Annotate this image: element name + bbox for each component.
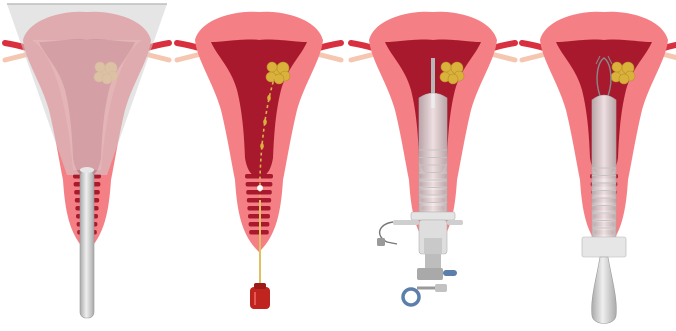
blue-ring-connector <box>403 289 419 305</box>
panel-2 <box>177 12 341 309</box>
polyp-lobe <box>267 62 277 72</box>
panel-4 <box>522 12 676 324</box>
red-bulb <box>250 287 270 309</box>
handle-valve <box>424 238 442 254</box>
droplet <box>260 143 264 149</box>
polyp-lobe <box>441 62 451 72</box>
connector-clip <box>435 284 447 292</box>
wire-loop-sheath <box>592 95 616 238</box>
right-port <box>447 220 463 225</box>
polyp-lobe <box>612 62 622 72</box>
cervical-fold <box>245 174 273 179</box>
straight-gray-probe <box>80 170 94 318</box>
droplet <box>263 119 267 125</box>
left-ligament <box>351 54 375 60</box>
cable-plug <box>377 238 385 246</box>
polyp-lobe <box>274 74 284 84</box>
bulb-cap <box>254 283 266 289</box>
polyp <box>440 62 464 84</box>
handle-collar <box>582 237 626 257</box>
right-ligament <box>317 54 341 60</box>
polyp-lobe <box>448 74 458 84</box>
panel-1 <box>5 4 169 318</box>
hysteroscope-handle <box>377 212 463 280</box>
polyp-lobe <box>619 74 629 84</box>
droplet <box>267 95 271 101</box>
catheter-tip <box>257 185 263 191</box>
polyp <box>611 62 635 84</box>
handle-flange <box>411 212 455 220</box>
left-ligament <box>522 54 546 60</box>
panel-3 <box>351 12 515 305</box>
right-ligament <box>491 54 515 60</box>
tapered-handle <box>592 257 617 324</box>
probe-tip <box>80 167 94 173</box>
handle-stem <box>425 254 441 270</box>
polyp <box>266 62 290 84</box>
left-port <box>393 220 419 225</box>
handle-grip <box>417 268 443 280</box>
hysteroscope-sheath <box>419 93 447 212</box>
blue-valve <box>443 270 457 276</box>
left-ligament <box>177 54 201 60</box>
